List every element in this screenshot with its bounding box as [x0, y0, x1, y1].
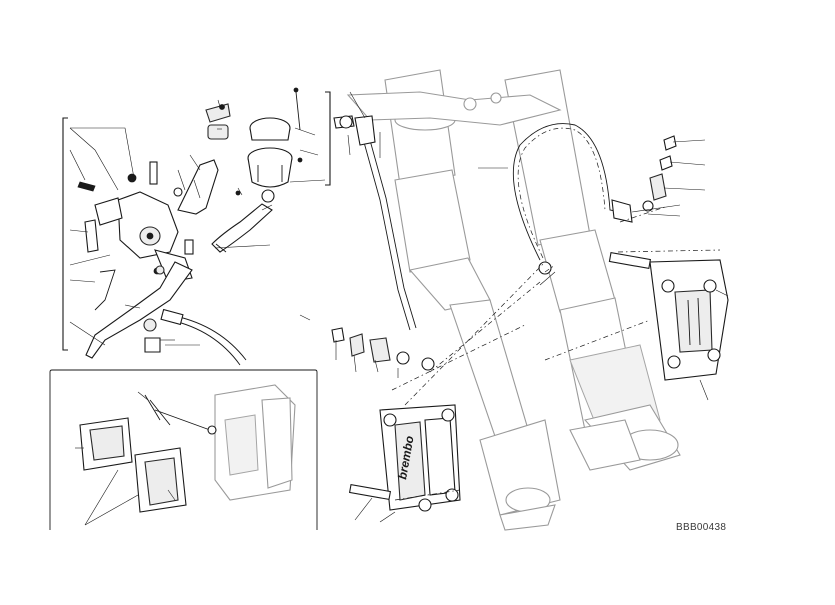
brake-lever — [85, 261, 193, 359]
master-cylinder-bracket — [62, 91, 331, 351]
bleed-valve-stack-left — [331, 327, 435, 371]
caliper-crossover-hose — [512, 123, 633, 275]
master-cylinder-small-parts — [77, 157, 303, 353]
leader-lines-right — [335, 91, 729, 523]
drawing-code: BBB00438 — [676, 522, 727, 533]
assembly-guide-lines — [391, 206, 721, 501]
reservoir-hose — [211, 189, 275, 253]
brake-pad-inset — [49, 369, 318, 530]
leader-lines — [69, 99, 326, 346]
front-brake-hose-upper — [160, 308, 247, 366]
fork-crown-clamp — [346, 91, 562, 126]
reservoir-bracket — [177, 103, 231, 215]
brake-caliper-right — [608, 251, 729, 381]
master-cylinder-body — [84, 191, 193, 283]
front-brake-line-left-fork — [354, 115, 417, 331]
small-leader — [299, 314, 311, 321]
bleed-valve-stack-right — [642, 135, 677, 212]
brake-caliper-left: brembo — [348, 404, 461, 512]
brake-fluid-reservoir — [247, 87, 301, 188]
banjo-bolt-top — [333, 115, 355, 129]
